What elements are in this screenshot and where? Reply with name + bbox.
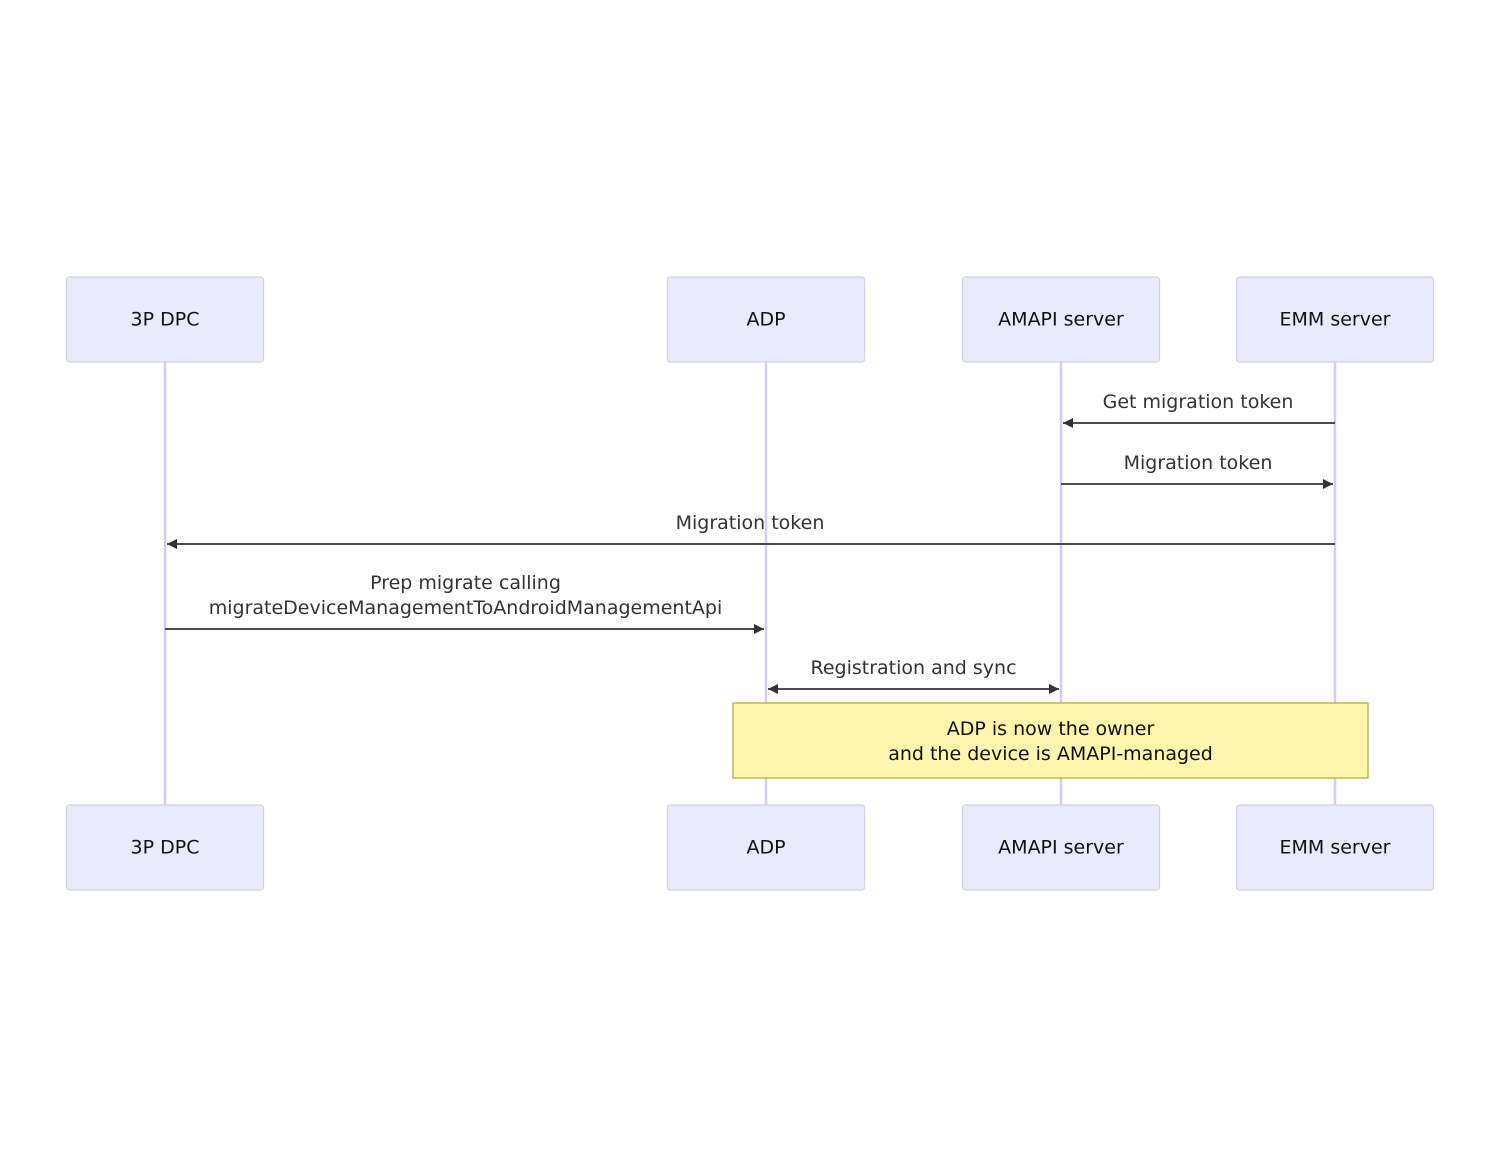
actor-bottom-3p-dpc: 3P DPC xyxy=(65,804,265,891)
actor-label: EMM server xyxy=(1280,837,1391,859)
actor-box xyxy=(666,804,866,891)
actor-label: AMAPI server xyxy=(998,837,1124,859)
message-2: Migration token xyxy=(1061,452,1333,489)
actor-box xyxy=(1235,276,1435,363)
message-4: Prep migrate calling migrateDeviceManagem… xyxy=(165,572,764,634)
actor-top-amapi-server: AMAPI server xyxy=(961,276,1161,363)
message-label: Migration token xyxy=(676,512,825,534)
actor-label: 3P DPC xyxy=(131,309,200,331)
note-box xyxy=(732,702,1369,779)
message-label: Get migration token xyxy=(1103,391,1294,413)
actor-top-emm-server: EMM server xyxy=(1235,276,1435,363)
actor-box xyxy=(961,276,1161,363)
actor-box xyxy=(65,276,265,363)
actor-bottom-adp: ADP xyxy=(666,804,866,891)
actor-box xyxy=(1235,804,1435,891)
note-text-line: ADP is now the owner xyxy=(947,718,1155,740)
actor-bottom-amapi-server: AMAPI server xyxy=(961,804,1161,891)
message-label: migrateDeviceManagementToAndroidManageme… xyxy=(209,597,723,619)
actor-box xyxy=(961,804,1161,891)
actor-bottom-emm-server: EMM server xyxy=(1235,804,1435,891)
actor-top-3p-dpc: 3P DPC xyxy=(65,276,265,363)
message-3: Migration token xyxy=(167,512,1335,549)
message-1: Get migration token xyxy=(1063,391,1335,428)
note: ADP is now the owner and the device is AM… xyxy=(732,702,1369,779)
actor-label: AMAPI server xyxy=(998,309,1124,331)
actor-label: ADP xyxy=(746,837,785,859)
message-label: Prep migrate calling xyxy=(370,572,561,594)
note-text-line: and the device is AMAPI-managed xyxy=(888,743,1213,765)
message-label: Migration token xyxy=(1124,452,1273,474)
note-layer: ADP is now the owner and the device is AM… xyxy=(732,702,1369,779)
actor-label: ADP xyxy=(746,309,785,331)
actor-label: EMM server xyxy=(1280,309,1391,331)
actor-box xyxy=(666,276,866,363)
actor-box xyxy=(65,804,265,891)
actor-top-adp: ADP xyxy=(666,276,866,363)
message-label: Registration and sync xyxy=(810,657,1016,679)
actor-label: 3P DPC xyxy=(131,837,200,859)
message-5: Registration and sync xyxy=(768,657,1059,694)
